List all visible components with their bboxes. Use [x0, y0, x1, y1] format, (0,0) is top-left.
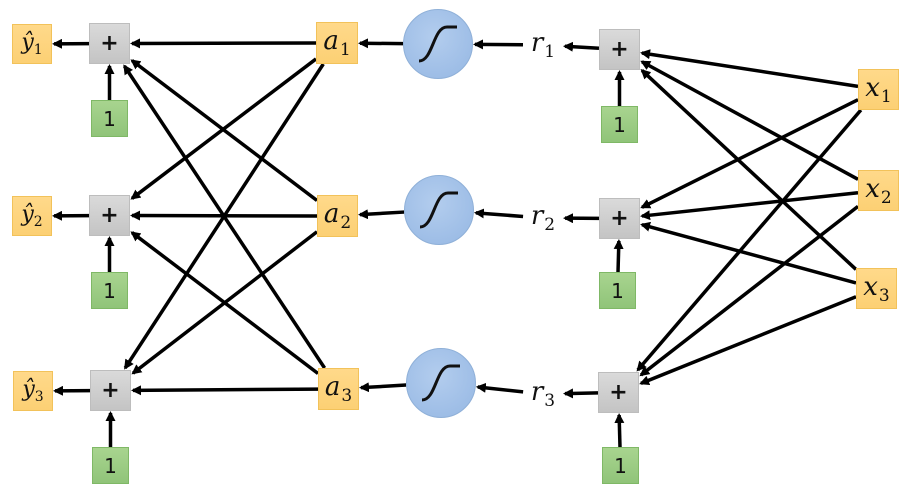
edge-x1-to-s_hid2: [640, 98, 859, 209]
bias-value: 1: [613, 112, 626, 137]
edge-layer: [52, 38, 863, 448]
edge-s_hid1-to-r1: [562, 41, 600, 52]
edge-x3-to-s_hid3: [639, 295, 857, 386]
input-node-x2: x2: [858, 170, 899, 211]
input-label: x1: [865, 72, 892, 107]
preactivation-r2: r2: [522, 197, 564, 239]
input-node-x1: x1: [858, 69, 899, 110]
activation-label: a3: [324, 372, 353, 406]
edge-x3-to-s_hid1: [640, 69, 858, 271]
activation-label: a1: [323, 26, 351, 60]
sigmoid-curve-icon: [418, 25, 457, 63]
preactivation-r3: r3: [522, 373, 564, 415]
sigmoid-curve-icon: [419, 191, 458, 229]
sigmoid-curve-icon: [421, 364, 460, 402]
output-node-y1: ŷ1: [12, 24, 52, 64]
sigmoid-node-3: [406, 348, 476, 418]
plus-icon: +: [609, 380, 628, 405]
output-label: ŷ2: [21, 202, 43, 230]
input-label: x2: [865, 173, 892, 208]
preactivation-label: r1: [530, 28, 556, 62]
edge-sig2-to-a2: [358, 209, 405, 220]
output-sum-node-1: +: [89, 23, 130, 64]
preactivation-label: r2: [530, 201, 556, 235]
sigmoid-node-2: [404, 175, 474, 245]
plus-icon: +: [610, 37, 629, 62]
output-sum-node-2: +: [89, 195, 130, 236]
output-bias-node-3: 1: [92, 447, 129, 484]
edge-b_hid2-to-s_hid2: [613, 239, 624, 273]
input-label: x3: [863, 271, 890, 306]
plus-icon: +: [101, 378, 120, 403]
hidden-bias-node-3: 1: [602, 447, 639, 484]
edge-r2-to-sig2: [473, 208, 524, 219]
bias-value: 1: [103, 278, 116, 303]
activation-label: a2: [323, 199, 352, 233]
edge-a3-to-s_out1: [122, 64, 327, 369]
hidden-sum-node-1: +: [599, 29, 640, 70]
edge-a2-to-s_out1: [130, 59, 319, 202]
activation-node-a3: a3: [318, 368, 359, 410]
edge-b_hid3-to-s_hid3: [614, 413, 625, 448]
edge-s_hid3-to-r3: [562, 388, 599, 399]
edge-r3-to-sig3: [475, 382, 524, 394]
output-bias-node-2: 1: [91, 272, 128, 309]
edge-x3-to-s_hid2: [640, 221, 857, 285]
bias-value: 1: [103, 106, 116, 131]
bias-value: 1: [104, 453, 117, 478]
edge-x2-to-s_hid1: [640, 60, 859, 181]
hidden-bias-node-1: 1: [601, 106, 638, 143]
output-node-y2: ŷ2: [12, 196, 52, 236]
preactivation-label: r3: [530, 377, 556, 411]
output-node-y3: ŷ3: [13, 371, 53, 411]
edge-sig3-to-a3: [359, 382, 407, 393]
activation-node-a1: a1: [316, 22, 358, 64]
edge-x1-to-s_hid3: [636, 108, 863, 372]
plus-icon: +: [100, 203, 119, 228]
edge-x2-to-s_hid2: [640, 190, 859, 221]
plus-icon: +: [100, 31, 119, 56]
plus-icon: +: [610, 206, 629, 231]
edge-a3-to-s_out3: [131, 385, 319, 396]
sigmoid-node-1: [403, 9, 473, 79]
edge-x2-to-s_hid3: [639, 205, 860, 377]
input-node-x3: x3: [856, 268, 897, 309]
output-label: ŷ3: [22, 377, 44, 405]
edge-a3-to-s_out2: [130, 231, 320, 375]
activation-node-a2: a2: [317, 195, 358, 237]
edge-x1-to-s_hid1: [640, 49, 859, 89]
bias-value: 1: [611, 278, 624, 303]
bias-value: 1: [614, 453, 627, 478]
output-sum-node-3: +: [90, 370, 131, 411]
output-bias-node-1: 1: [91, 100, 128, 137]
output-label: ŷ1: [21, 30, 43, 58]
hidden-sum-node-3: +: [598, 372, 639, 413]
hidden-sum-node-2: +: [599, 198, 640, 239]
hidden-bias-node-2: 1: [599, 272, 636, 309]
preactivation-r1: r1: [522, 24, 564, 66]
